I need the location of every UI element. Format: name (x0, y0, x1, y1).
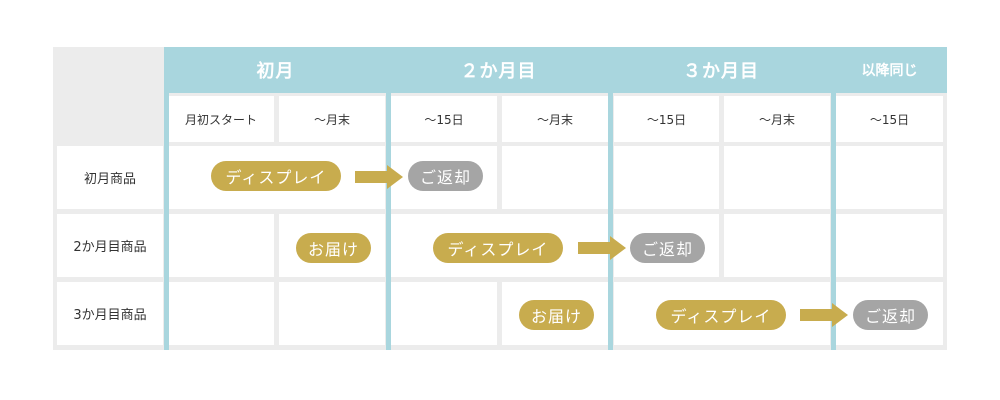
row-label-3: 3か月目商品 (57, 282, 163, 345)
month-divider-1 (164, 47, 169, 350)
month-header-2: ２か月目 (387, 47, 610, 93)
subheader-m1-end: 〜月末 (279, 96, 385, 142)
pill-return-row3: ご返却 (853, 300, 928, 330)
row-label-2: 2か月目商品 (57, 214, 163, 277)
pill-return-row1: ご返却 (408, 161, 483, 191)
cell-r1-c5 (614, 146, 719, 209)
cell-r1-c4 (502, 146, 608, 209)
pill-delivery-row3: お届け (519, 300, 594, 330)
arrow-row1 (355, 165, 403, 189)
row-label-1: 初月商品 (57, 146, 163, 209)
cell-r2-c1 (168, 214, 274, 277)
corner-cell (53, 47, 164, 143)
month-header-1: 初月 (164, 47, 387, 93)
subheader-m2-15: 〜15日 (391, 96, 497, 142)
cell-r2-c7 (836, 214, 943, 277)
pill-display-row3: ディスプレイ (656, 300, 786, 330)
cell-r2-c6 (724, 214, 830, 277)
month-divider-3 (608, 47, 613, 350)
month-divider-4 (831, 47, 836, 350)
cell-r3-c3 (391, 282, 497, 345)
cell-r1-c6 (724, 146, 830, 209)
arrow-row2 (578, 236, 626, 260)
pill-display-row2: ディスプレイ (433, 233, 563, 263)
subheader-m2-end: 〜月末 (502, 96, 608, 142)
subheader-m4-15: 〜15日 (836, 96, 943, 142)
subheader-m3-15: 〜15日 (614, 96, 719, 142)
pill-display-row1: ディスプレイ (211, 161, 341, 191)
month-header-3: ３か月目 (610, 47, 832, 93)
pill-delivery-row2: お届け (296, 233, 371, 263)
cell-r3-c1 (168, 282, 274, 345)
pill-return-row2: ご返却 (630, 233, 705, 263)
cell-r1-c7 (836, 146, 943, 209)
month-divider-2 (386, 47, 391, 350)
cell-r3-c2 (279, 282, 385, 345)
subheader-m3-end: 〜月末 (724, 96, 830, 142)
month-header-4: 以降同じ (832, 47, 947, 93)
arrow-row3 (800, 303, 848, 327)
subheader-m1-start: 月初スタート (168, 96, 274, 142)
